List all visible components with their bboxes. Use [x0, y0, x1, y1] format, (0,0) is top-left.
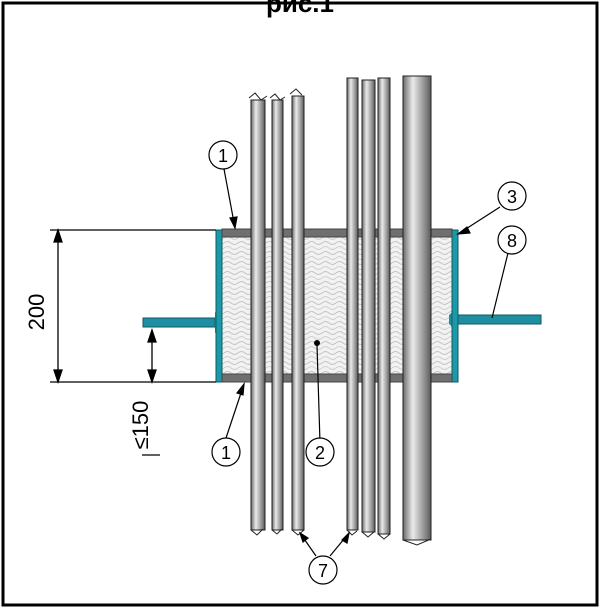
callout-8: 8	[497, 225, 527, 255]
dimension-height	[50, 227, 216, 385]
dimension-offset-label: ≤150	[128, 401, 153, 450]
filler-point-marker	[314, 340, 320, 346]
pipe	[346, 77, 359, 531]
callout-1-bottom-label: 1	[221, 443, 231, 463]
callout-7-label: 7	[318, 561, 328, 581]
plate-top	[221, 228, 453, 238]
dimension-offset	[142, 327, 160, 456]
floor-slab-left	[142, 317, 216, 328]
callout-8-label: 8	[507, 231, 517, 251]
plate-bottom	[221, 373, 453, 383]
callout-3: 3	[497, 181, 527, 211]
pipes-group	[248, 75, 432, 546]
pipe	[377, 77, 391, 535]
callout-2-label: 2	[315, 443, 325, 463]
pipe	[250, 99, 266, 531]
pipe	[361, 79, 376, 533]
pipe	[402, 75, 432, 541]
pipe-break-bottom	[250, 528, 432, 546]
callout-1-top: 1	[208, 140, 238, 170]
sleeve-wall-right	[451, 229, 459, 383]
pipe	[291, 95, 305, 531]
callout-7: 7	[308, 555, 338, 585]
figure-title: рис.1	[266, 0, 334, 18]
callout-1-bottom: 1	[211, 437, 241, 467]
pipe-break-top	[248, 88, 303, 101]
callout-3-label: 3	[507, 187, 517, 207]
pipe	[271, 99, 284, 531]
sleeve-wall-left	[215, 229, 223, 383]
callout-2: 2	[305, 437, 335, 467]
callout-1-top-label: 1	[218, 146, 228, 166]
floor-slab-right	[455, 314, 542, 325]
dimension-height-label: 200	[24, 294, 49, 331]
leader-lines	[223, 168, 509, 557]
